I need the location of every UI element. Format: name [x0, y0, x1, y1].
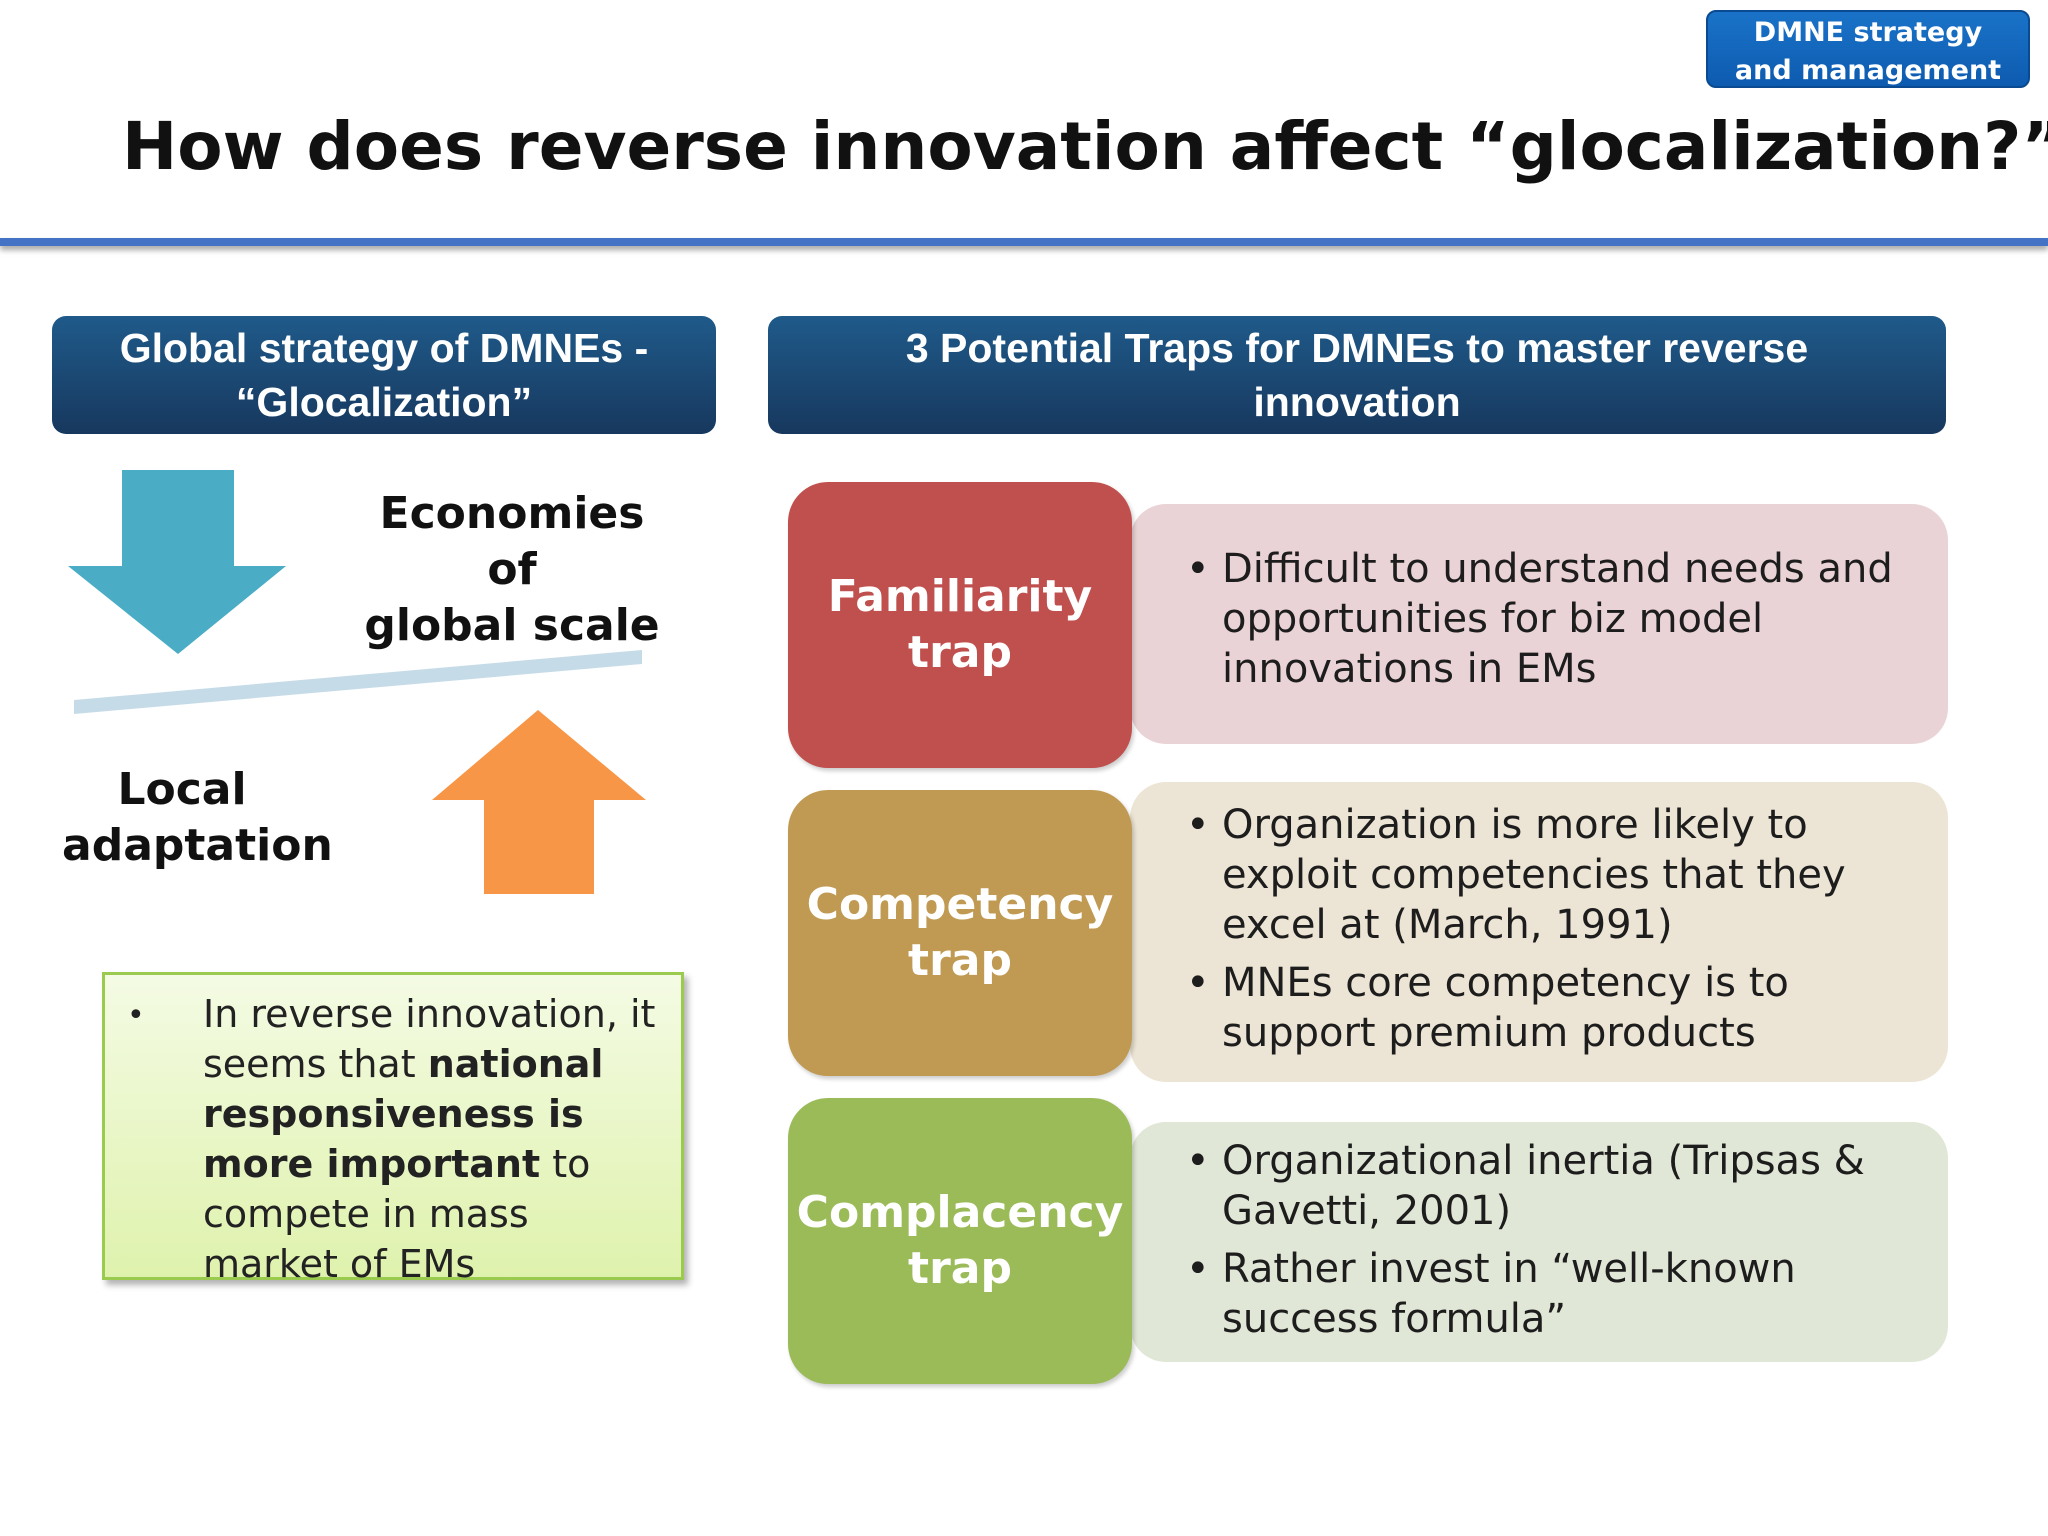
note-text-2: to compete in mass market of EMs [203, 1142, 591, 1286]
glocalization-graphic [68, 470, 646, 894]
familiarity-trap-card: Familiarity trap [788, 482, 1132, 768]
badge-line-2: and management [1734, 55, 2002, 86]
complacency-trap-line-2: trap [908, 1243, 1012, 1294]
glocalization-diagram: Economies of global scale Local adaptati… [52, 460, 712, 920]
traps-header-line-1: 3 Potential Traps for DMNEs to master re… [905, 325, 1809, 371]
economies-label-line-2: global scale [364, 600, 660, 651]
complacency-trap-description: Organizational inertia (Tripsas & Gavett… [1130, 1122, 1948, 1362]
balance-beam [74, 650, 642, 714]
economies-label: Economies of global scale [352, 486, 672, 654]
topic-badge: DMNE strategy and management [1706, 10, 2030, 88]
local-label-line-2: adaptation [62, 820, 333, 871]
note-text-1: In reverse innovation, it seems that [203, 992, 656, 1086]
complacency-bullet-2: Rather invest in “well-known success for… [1186, 1244, 1908, 1344]
glocalization-header: Global strategy of DMNEs - “Glocalizatio… [52, 316, 716, 434]
complacency-bullet-1: Organizational inertia (Tripsas & Gavett… [1186, 1136, 1908, 1236]
familiarity-bullet-1: Difficult to understand needs and opport… [1186, 544, 1908, 694]
note-text: In reverse innovation, it seems that nat… [203, 989, 663, 1289]
note-bullet: • [127, 998, 145, 1033]
complacency-trap-card: Complacency trap [788, 1098, 1132, 1384]
local-label-line-1: Local [117, 764, 247, 815]
complacency-trap-line-1: Complacency [796, 1187, 1124, 1238]
local-adaptation-label: Local adaptation [62, 762, 333, 874]
familiarity-trap-description: Difficult to understand needs and opport… [1130, 504, 1948, 744]
familiarity-trap-line-2: trap [908, 627, 1012, 678]
glocalization-header-line-1: Global strategy of DMNEs - [119, 325, 649, 371]
glocalization-header-line-2: “Glocalization” [235, 379, 533, 425]
competency-trap-card: Competency trap [788, 790, 1132, 1076]
traps-header: 3 Potential Traps for DMNEs to master re… [768, 316, 1946, 434]
competency-bullet-2: MNEs core competency is to support premi… [1186, 958, 1908, 1058]
competency-trap-description: Organization is more likely to exploit c… [1130, 782, 1948, 1082]
competency-trap-line-1: Competency [806, 879, 1114, 930]
up-arrow-icon [432, 710, 646, 894]
traps-header-line-2: innovation [1253, 379, 1461, 425]
title-divider [0, 238, 2048, 246]
slide-title: How does reverse innovation affect “gloc… [122, 108, 2048, 185]
note-emphasis: national responsiveness is more importan… [203, 1042, 604, 1186]
badge-line-1: DMNE strategy [1753, 17, 1983, 48]
down-arrow-icon [68, 470, 286, 654]
economies-label-line-1: Economies of [379, 488, 645, 595]
competency-trap-line-2: trap [908, 935, 1012, 986]
reverse-innovation-note: • In reverse innovation, it seems that n… [102, 972, 684, 1286]
familiarity-trap-line-1: Familiarity [827, 571, 1093, 622]
competency-bullet-1: Organization is more likely to exploit c… [1186, 800, 1908, 950]
